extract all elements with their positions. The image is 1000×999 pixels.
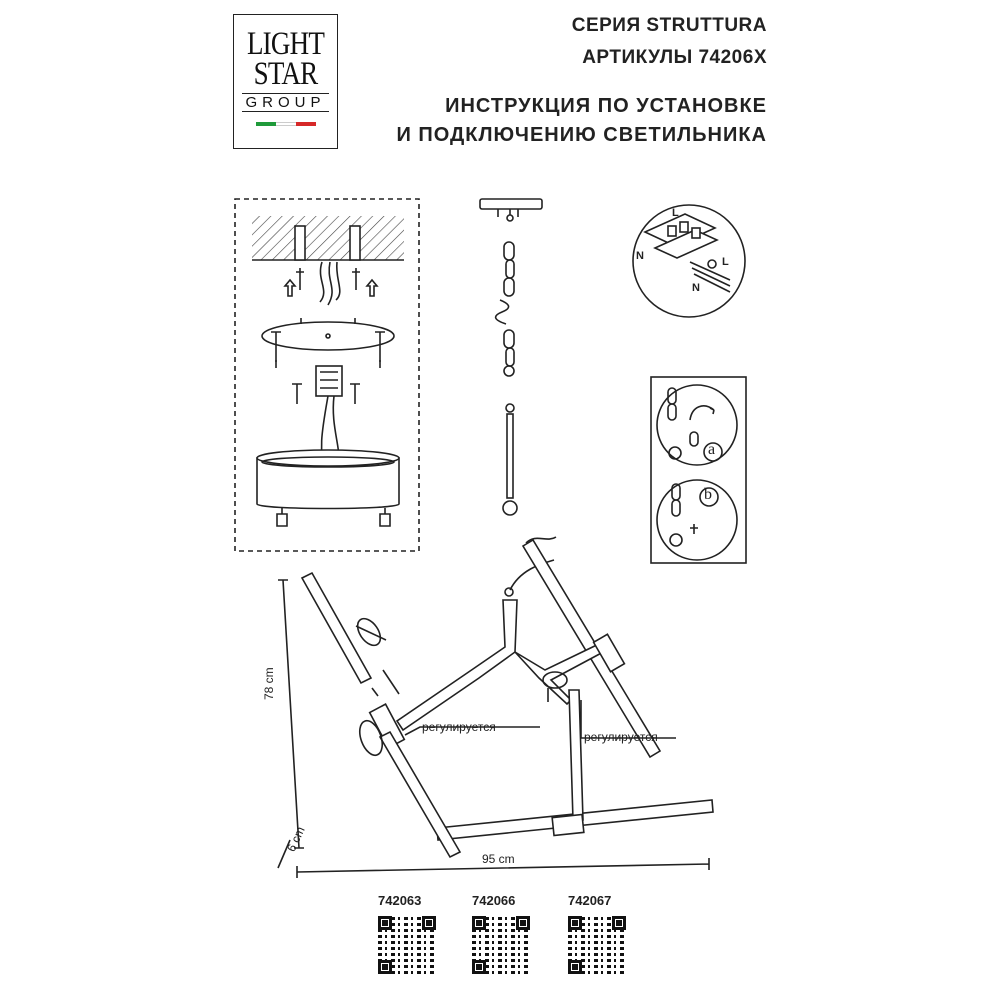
wiring-detail xyxy=(632,204,746,318)
height-dimension: 78 cm xyxy=(262,667,276,700)
step-b-label: b xyxy=(704,486,712,503)
wire-n-label-bottom: N xyxy=(692,282,700,294)
step-a-label: a xyxy=(708,441,716,458)
code-742067: 742067 xyxy=(568,893,612,908)
instruction-title-line2: И ПОДКЛЮЧЕНИЮ СВЕТИЛЬНИКА xyxy=(396,124,767,146)
qr-code-742063[interactable] xyxy=(378,916,436,974)
wire-l-label-bottom: L xyxy=(722,256,729,268)
article-numbers: АРТИКУЛЫ 74206X xyxy=(582,47,767,68)
code-742066: 742066 xyxy=(472,893,516,908)
lightstar-logo: LIGHT STAR GROUP xyxy=(233,14,338,149)
italian-flag-icon xyxy=(256,122,316,126)
logo-line3: GROUP xyxy=(242,93,329,112)
mounting-diagram xyxy=(234,198,420,552)
logo-line2: STAR xyxy=(253,56,319,92)
wire-l-label-top: L xyxy=(672,207,679,219)
adjustable-label-right: регулируется xyxy=(584,730,658,744)
chain-and-rod xyxy=(479,198,543,516)
chain-detail xyxy=(650,376,747,564)
wire-n-label-top: N xyxy=(636,250,644,262)
width-dimension: 95 cm xyxy=(482,852,515,866)
series-title: СЕРИЯ STRUTTURA xyxy=(571,15,767,36)
adjustable-label-left: регулируется xyxy=(422,720,496,734)
qr-code-742066[interactable] xyxy=(472,916,530,974)
code-742063: 742063 xyxy=(378,893,422,908)
logo-line1: LIGHT xyxy=(246,26,325,62)
instruction-title-line1: ИНСТРУКЦИЯ ПО УСТАНОВКЕ xyxy=(445,95,767,117)
chandelier-diagram xyxy=(277,536,714,878)
qr-code-742067[interactable] xyxy=(568,916,626,974)
